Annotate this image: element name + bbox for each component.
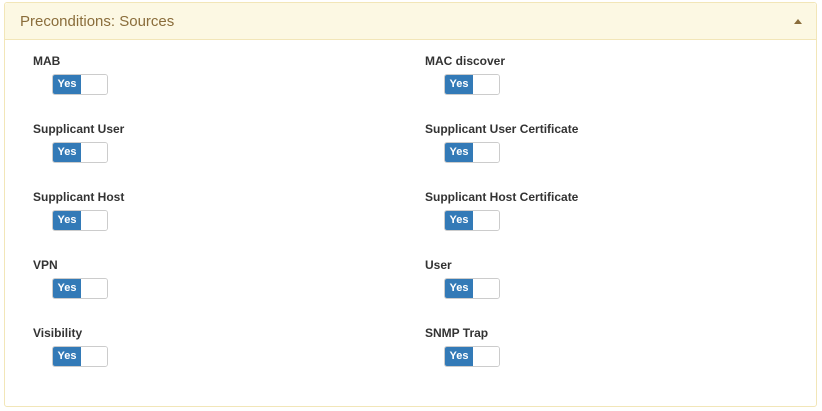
- toggle-field-supplicant-host: Supplicant Host Yes: [33, 189, 333, 231]
- mab-switch[interactable]: Yes: [52, 74, 108, 95]
- switch-handle: [81, 279, 107, 298]
- switch-on-label: Yes: [53, 347, 81, 366]
- switch-on-label: Yes: [53, 75, 81, 94]
- snmp-trap-switch[interactable]: Yes: [444, 346, 500, 367]
- preconditions-sources-panel: Preconditions: Sources MAB Yes MAC disco…: [4, 2, 817, 407]
- switch-handle: [473, 75, 499, 94]
- supplicant-user-switch[interactable]: Yes: [52, 142, 108, 163]
- visibility-switch[interactable]: Yes: [52, 346, 108, 367]
- toggle-field-user: User Yes: [425, 257, 725, 299]
- switch-handle: [81, 143, 107, 162]
- field-label: MAC discover: [425, 54, 506, 68]
- switch-handle: [473, 279, 499, 298]
- toggle-field-supplicant-user-certificate: Supplicant User Certificate Yes: [425, 121, 725, 163]
- switch-on-label: Yes: [53, 143, 81, 162]
- field-label: Supplicant Host: [33, 190, 125, 204]
- toggle-field-visibility: Visibility Yes: [33, 325, 333, 367]
- switch-handle: [81, 347, 107, 366]
- field-label: VPN: [33, 258, 58, 272]
- switch-handle: [473, 143, 499, 162]
- switch-handle: [473, 211, 499, 230]
- field-label: Supplicant User: [33, 122, 125, 136]
- supplicant-user-certificate-switch[interactable]: Yes: [444, 142, 500, 163]
- switch-on-label: Yes: [445, 143, 473, 162]
- vpn-switch[interactable]: Yes: [52, 278, 108, 299]
- switch-on-label: Yes: [445, 211, 473, 230]
- caret-up-icon[interactable]: [794, 18, 802, 24]
- switch-handle: [81, 211, 107, 230]
- switch-on-label: Yes: [445, 279, 473, 298]
- field-label: Supplicant Host Certificate: [425, 190, 579, 204]
- toggle-field-snmp-trap: SNMP Trap Yes: [425, 325, 725, 367]
- field-label: SNMP Trap: [425, 326, 489, 340]
- toggle-field-vpn: VPN Yes: [33, 257, 333, 299]
- switch-on-label: Yes: [53, 211, 81, 230]
- panel-header[interactable]: Preconditions: Sources: [5, 3, 816, 40]
- mac-discover-switch[interactable]: Yes: [444, 74, 500, 95]
- field-label: Supplicant User Certificate: [425, 122, 579, 136]
- field-label: User: [425, 258, 452, 272]
- switch-on-label: Yes: [445, 347, 473, 366]
- toggle-field-supplicant-user: Supplicant User Yes: [33, 121, 333, 163]
- supplicant-host-certificate-switch[interactable]: Yes: [444, 210, 500, 231]
- field-label: MAB: [33, 54, 61, 68]
- toggle-field-supplicant-host-certificate: Supplicant Host Certificate Yes: [425, 189, 725, 231]
- field-label: Visibility: [33, 326, 83, 340]
- switch-handle: [81, 75, 107, 94]
- switch-handle: [473, 347, 499, 366]
- switch-on-label: Yes: [53, 279, 81, 298]
- toggle-field-mab: MAB Yes: [33, 53, 333, 95]
- panel-title: Preconditions: Sources: [20, 12, 175, 30]
- supplicant-host-switch[interactable]: Yes: [52, 210, 108, 231]
- toggle-field-mac-discover: MAC discover Yes: [425, 53, 725, 95]
- user-switch[interactable]: Yes: [444, 278, 500, 299]
- switch-on-label: Yes: [445, 75, 473, 94]
